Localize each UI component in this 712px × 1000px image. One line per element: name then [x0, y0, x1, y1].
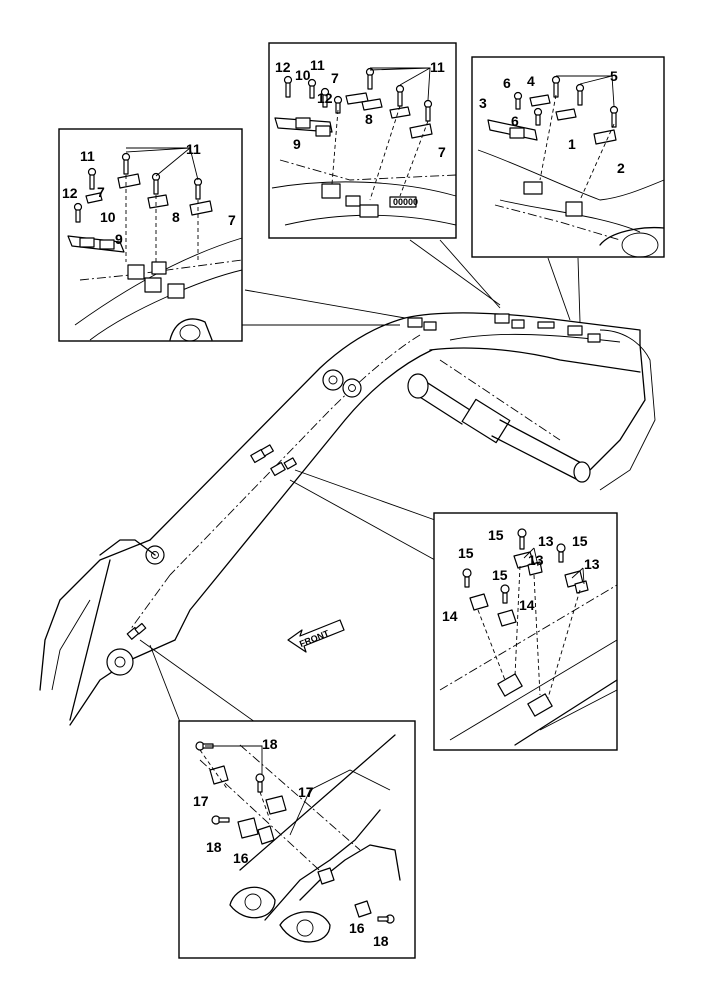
callout-16: 16 [349, 920, 365, 936]
callout-11: 11 [186, 141, 201, 157]
boom-cylinder [407, 373, 591, 483]
callout-9: 9 [293, 136, 301, 152]
callout-15: 15 [492, 567, 508, 583]
callout-12: 12 [317, 90, 333, 106]
callout-7: 7 [438, 144, 446, 160]
serial-plate-label: 00000 [393, 197, 418, 207]
callout-5: 5 [610, 68, 618, 84]
callout-12: 12 [62, 185, 78, 201]
callout-15: 15 [488, 527, 504, 543]
boom-assembly [39, 312, 656, 726]
detail-box-e: 18 17 17 18 16 16 18 [178, 720, 416, 959]
callout-9: 9 [115, 231, 123, 247]
callout-10: 10 [100, 209, 116, 225]
callout-7: 7 [97, 184, 105, 200]
callout-17: 17 [298, 784, 314, 800]
callout-11: 11 [310, 57, 325, 73]
callout-10: 10 [295, 67, 311, 83]
callout-15: 15 [458, 545, 474, 561]
callout-14: 14 [519, 597, 535, 613]
callout-15: 15 [572, 533, 588, 549]
callout-13: 13 [584, 556, 600, 572]
detail-box-d: 15 13 15 15 13 15 13 14 14 [433, 512, 618, 751]
callout-11: 11 [430, 59, 445, 75]
callout-8: 8 [172, 209, 180, 225]
callout-18: 18 [262, 736, 278, 752]
callout-7: 7 [331, 70, 339, 86]
bolt-icon [462, 528, 566, 604]
callout-1: 1 [568, 136, 576, 152]
detail-box-a: 11 11 12 7 10 9 8 7 [58, 128, 243, 342]
callout-8: 8 [365, 111, 373, 127]
callout-18: 18 [206, 839, 222, 855]
callout-2: 2 [617, 160, 625, 176]
detail-box-b: 00000 12 10 11 11 7 12 8 9 7 [268, 42, 457, 239]
callout-17: 17 [193, 793, 209, 809]
callout-13: 13 [538, 533, 554, 549]
callout-6: 6 [511, 113, 519, 129]
bolt-icon [513, 75, 619, 128]
boom-bracket-group [126, 313, 601, 640]
callout-18: 18 [373, 933, 389, 949]
callout-16: 16 [233, 850, 249, 866]
callout-12: 12 [275, 59, 291, 75]
callout-11: 11 [80, 148, 95, 164]
callout-13: 13 [528, 552, 544, 568]
front-arrow-icon: FRONT [287, 619, 345, 653]
callout-7: 7 [228, 212, 236, 228]
callout-14: 14 [442, 608, 458, 624]
detail-box-c: 6 4 5 3 6 1 2 [471, 56, 665, 258]
callout-6: 6 [503, 75, 511, 91]
callout-3: 3 [479, 95, 487, 111]
bolt-icon [73, 152, 203, 223]
callout-4: 4 [527, 73, 535, 89]
